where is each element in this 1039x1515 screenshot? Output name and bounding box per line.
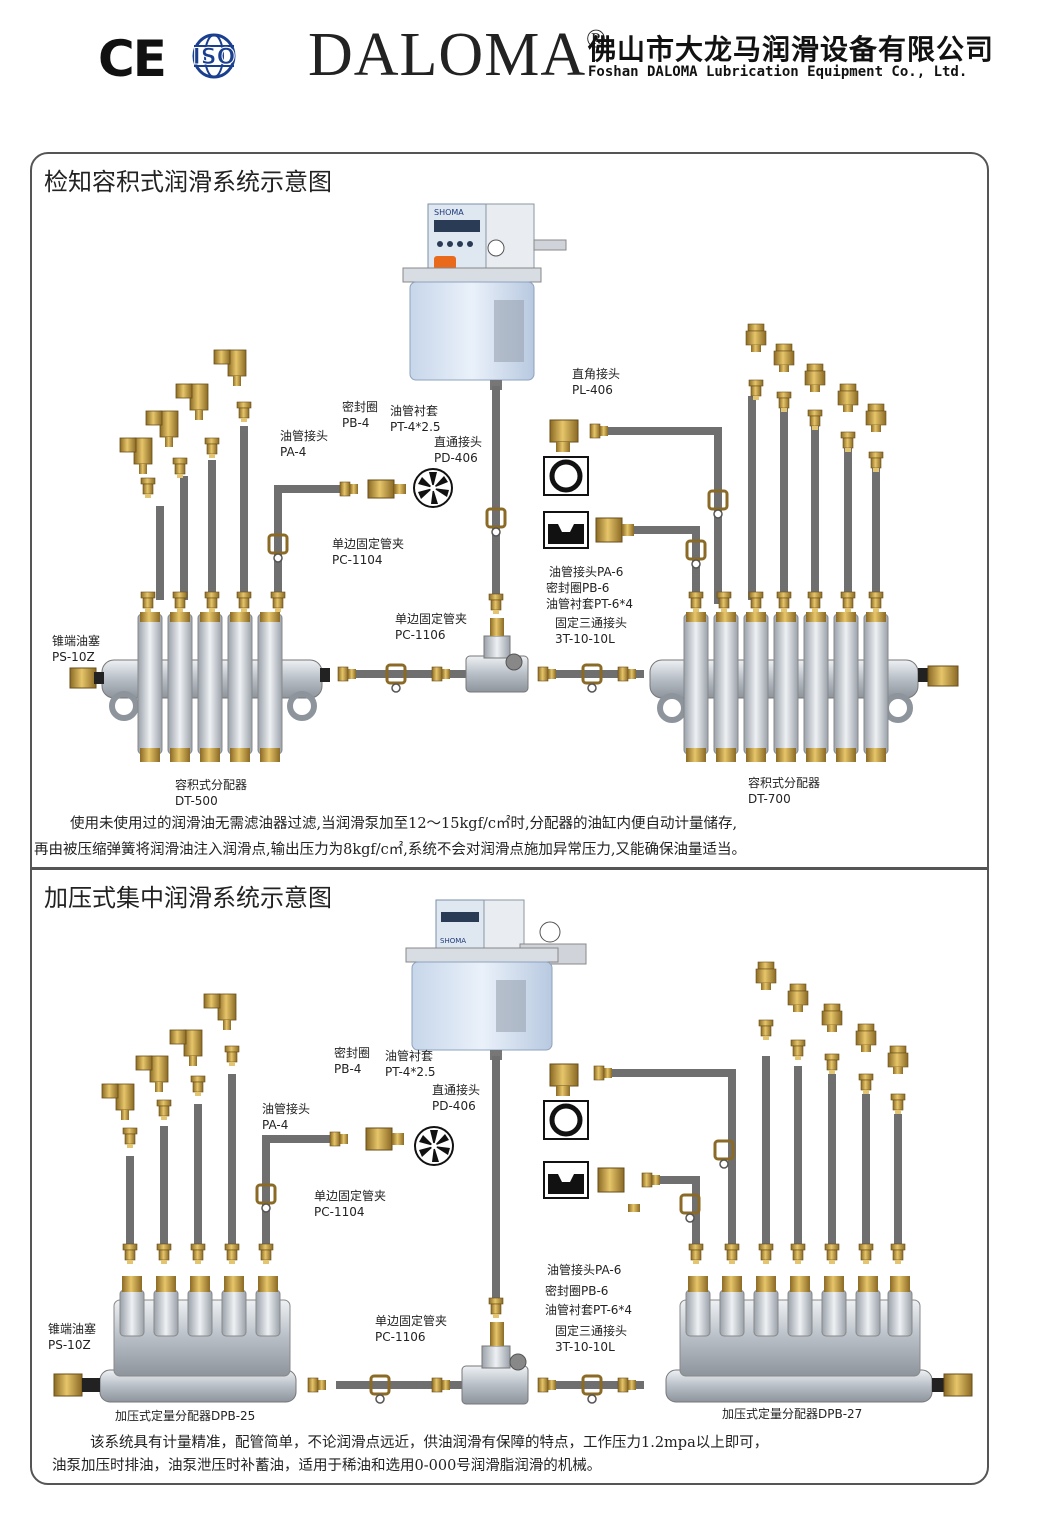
label-pa6: 油管接头PA-6 — [547, 1263, 622, 1277]
description-line-2: 油泵加压时排油，油泵泄压时补蓄油，适用于稀油和选用0-000号润滑脂润滑的机械。 — [52, 1458, 602, 1474]
panel-title: 加压式集中润滑系统示意图 — [44, 884, 332, 912]
company-name-en: Foshan DALOMA Lubrication Equipment Co.,… — [588, 64, 968, 80]
distributor-dt500 — [69, 612, 330, 762]
distributor-dpb27 — [665, 1276, 973, 1403]
company-name-cn: 佛山市大龙马润滑设备有限公司 — [588, 33, 995, 66]
tee-3t — [465, 618, 529, 693]
panel-title: 检知容积式润滑系统示意图 — [44, 168, 332, 196]
svg-text:ISO: ISO — [193, 45, 236, 70]
header: CE ISO DALOMA® 佛山市大龙马润滑设备有限公司 Foshan DAL… — [0, 0, 1039, 110]
diagram-2: SHOMA — [53, 899, 973, 1405]
label-pb6: 密封圈PB-6 — [545, 1284, 609, 1298]
distributor-dt700 — [649, 612, 959, 762]
label-pt6: 油管衬套PT-6*4 — [546, 597, 634, 611]
pump-unit: SHOMA — [405, 899, 587, 1060]
pipes — [126, 1056, 902, 1389]
diagram-1: SHOMA — [69, 203, 959, 762]
ce-mark: CE — [98, 30, 167, 88]
brand-logo: DALOMA® — [308, 21, 607, 89]
iso-logo-icon: ISO — [192, 33, 236, 79]
description-line-1: 使用未使用过的润滑油无需滤油器过滤,当润滑泵加至12～15kgf/c㎡时,分配器… — [70, 816, 738, 832]
pump-brand: SHOMA — [434, 208, 464, 217]
description-line-1: 该系统具有计量精准，配管简单，不论润滑点远近，供油润滑有保障的特点，工作压力1.… — [90, 1435, 769, 1451]
label-dpb27: 加压式定量分配器DPB-27 — [722, 1407, 863, 1421]
description-line-2: 再由被压缩弹簧将润滑油注入润滑点,输出压力为8kgf/c㎡,系统不会对润滑点施加… — [34, 842, 746, 858]
label-dpb25: 加压式定量分配器DPB-25 — [115, 1409, 256, 1423]
pump-unit: SHOMA — [402, 203, 567, 390]
label-pa6: 油管接头PA-6 — [549, 565, 624, 579]
distributor-dpb25 — [53, 1276, 297, 1403]
pipes — [156, 386, 880, 678]
label-pt6: 油管衬套PT-6*4 — [545, 1303, 633, 1317]
label-pb6: 密封圈PB-6 — [546, 581, 610, 595]
tee-3t — [461, 1322, 529, 1405]
pump-brand: SHOMA — [440, 937, 466, 945]
